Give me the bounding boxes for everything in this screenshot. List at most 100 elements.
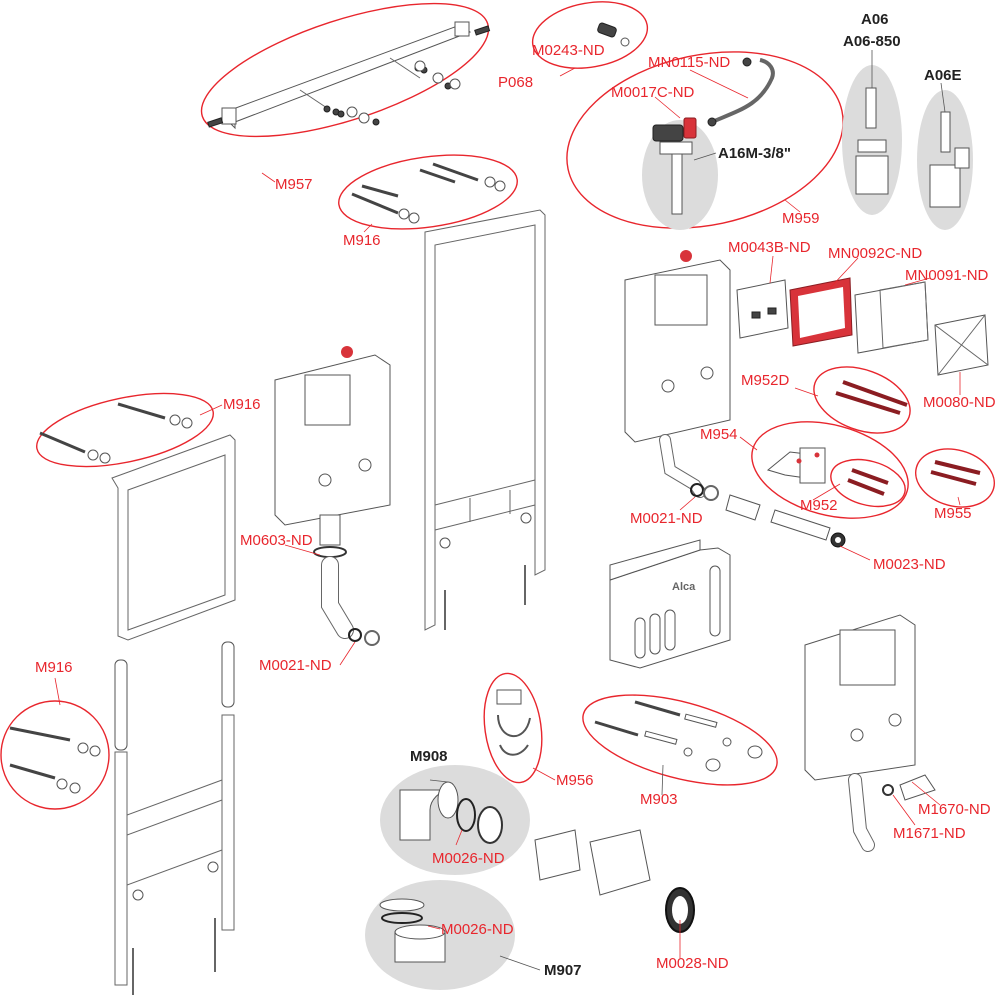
cistern-center [274, 346, 391, 646]
label-a06e: A06E [924, 67, 962, 84]
kit-ring-m954[interactable] [741, 406, 919, 534]
label-m0017c-nd: M0017C-ND [611, 84, 695, 101]
label-m0021-nd-right: M0021-ND [630, 510, 703, 527]
leader-m0603 [284, 544, 321, 556]
kit-ring-m916-top[interactable] [334, 145, 522, 239]
rail-m957 [200, 2, 491, 138]
kit-ring-m916-bottom[interactable] [0, 700, 110, 810]
label-m907: M907 [544, 962, 582, 979]
label-m1671-nd: M1671-ND [893, 825, 966, 842]
leader-m0026-bottom [427, 925, 441, 930]
label-m952: M952 [800, 497, 838, 514]
leader-m916-bottom [54, 677, 61, 706]
label-m956: M956 [556, 772, 594, 789]
label-m0023-nd: M0023-ND [873, 556, 946, 573]
label-m0026-nd-top: M0026-ND [432, 850, 505, 867]
leader-m954 [739, 436, 758, 451]
kit-ring-m916-mid[interactable] [30, 380, 219, 480]
leader-a16m [693, 152, 717, 161]
anchor-kit-m916-mid [30, 380, 219, 480]
kit-ring-m952[interactable] [826, 452, 911, 514]
frame-tall-center [424, 209, 546, 631]
label-m954: M954 [700, 426, 738, 443]
leader-m908 [429, 779, 449, 783]
kit-ring-m959[interactable] [550, 28, 859, 253]
frame-left-upper [111, 434, 236, 641]
anchor-kit-m916-top [334, 145, 522, 239]
valve-m0243 [527, 0, 652, 77]
leader-m0021-right [679, 496, 696, 511]
label-m916-mid: M916 [223, 396, 261, 413]
rods-m955 [909, 441, 1000, 516]
label-m0243-nd: M0243-ND [532, 42, 605, 59]
label-mn0092c-nd: MN0092C-ND [828, 245, 923, 262]
pipes-right [690, 483, 846, 548]
fill-valve-kit-m959 [550, 28, 859, 253]
protective-box [609, 539, 731, 669]
leader-m1670 [911, 781, 941, 806]
label-m903: M903 [640, 791, 678, 808]
leader-m916-top [363, 223, 373, 233]
label-p068: P068 [498, 74, 534, 91]
leader-m0026-top [455, 829, 463, 846]
leader-m1671 [892, 794, 916, 826]
flush-valve-a06 [842, 50, 902, 215]
leader-m907 [499, 955, 541, 971]
label-m908: M908 [410, 748, 448, 765]
label-mn0115-nd: MN0115-ND [648, 54, 731, 71]
label-m0028-nd: M0028-ND [656, 955, 729, 972]
label-mn0091-nd: MN0091-ND [905, 267, 989, 284]
plate-m0043b [736, 279, 789, 339]
leader-m0017c [654, 96, 681, 119]
leader-m916-mid [199, 404, 223, 416]
rods-m903 [574, 677, 787, 802]
kit-ring-m903[interactable] [574, 677, 787, 802]
anchor-kit-m916-bottom [0, 700, 110, 810]
frame-left-lower [114, 641, 235, 995]
kit-ring-m956[interactable] [478, 670, 549, 787]
leader-m903 [661, 764, 664, 796]
label-m0026-nd-bottom: M0026-ND [441, 921, 514, 938]
leader-m0023 [839, 545, 871, 561]
alca-logo: Alca [672, 581, 696, 593]
label-m0043b-nd: M0043B-ND [728, 239, 811, 256]
leader-m952d [794, 387, 819, 397]
leader-m955 [957, 496, 961, 506]
label-m916-bottom: M916 [35, 659, 73, 676]
leader-mn0091 [904, 277, 931, 286]
box-mn0091 [854, 281, 929, 354]
cistern-upper-right [624, 250, 731, 498]
label-m0603-nd: M0603-ND [240, 532, 313, 549]
kit-ring-m0243[interactable] [527, 0, 652, 77]
leader-m0021-left [339, 641, 356, 666]
leader-m959 [784, 199, 801, 213]
leader-m957 [261, 172, 276, 183]
label-m916-top: M916 [343, 232, 381, 249]
label-m0021-nd-left: M0021-ND [259, 657, 332, 674]
button-mech-m954 [741, 406, 919, 534]
pipes-bottom [534, 829, 695, 933]
leader-m0043b [769, 255, 774, 284]
leader-m952 [812, 483, 841, 501]
clamp-m956 [478, 670, 549, 787]
cover-m0080 [934, 314, 989, 376]
frame-mn0092c [789, 277, 853, 347]
leader-mn0115 [689, 69, 749, 99]
kit-ring-m952d[interactable] [805, 355, 919, 446]
label-a06-850: A06-850 [843, 33, 901, 50]
leader-m956 [532, 767, 556, 781]
label-m0080-nd: M0080-ND [923, 394, 996, 411]
label-a06: A06 [861, 11, 889, 28]
label-m959: M959 [782, 210, 820, 227]
label-m957: M957 [275, 176, 313, 193]
flush-valve-a06e [917, 82, 973, 230]
connector-m907 [365, 880, 515, 990]
label-m955: M955 [934, 505, 972, 522]
bend-m908 [380, 765, 530, 875]
leader-mn0092c [829, 257, 859, 289]
label-m952d: M952D [741, 372, 790, 389]
cistern-lower-right [804, 614, 936, 852]
rods-m952d [805, 355, 919, 446]
kit-ring-m955[interactable] [909, 441, 1000, 516]
